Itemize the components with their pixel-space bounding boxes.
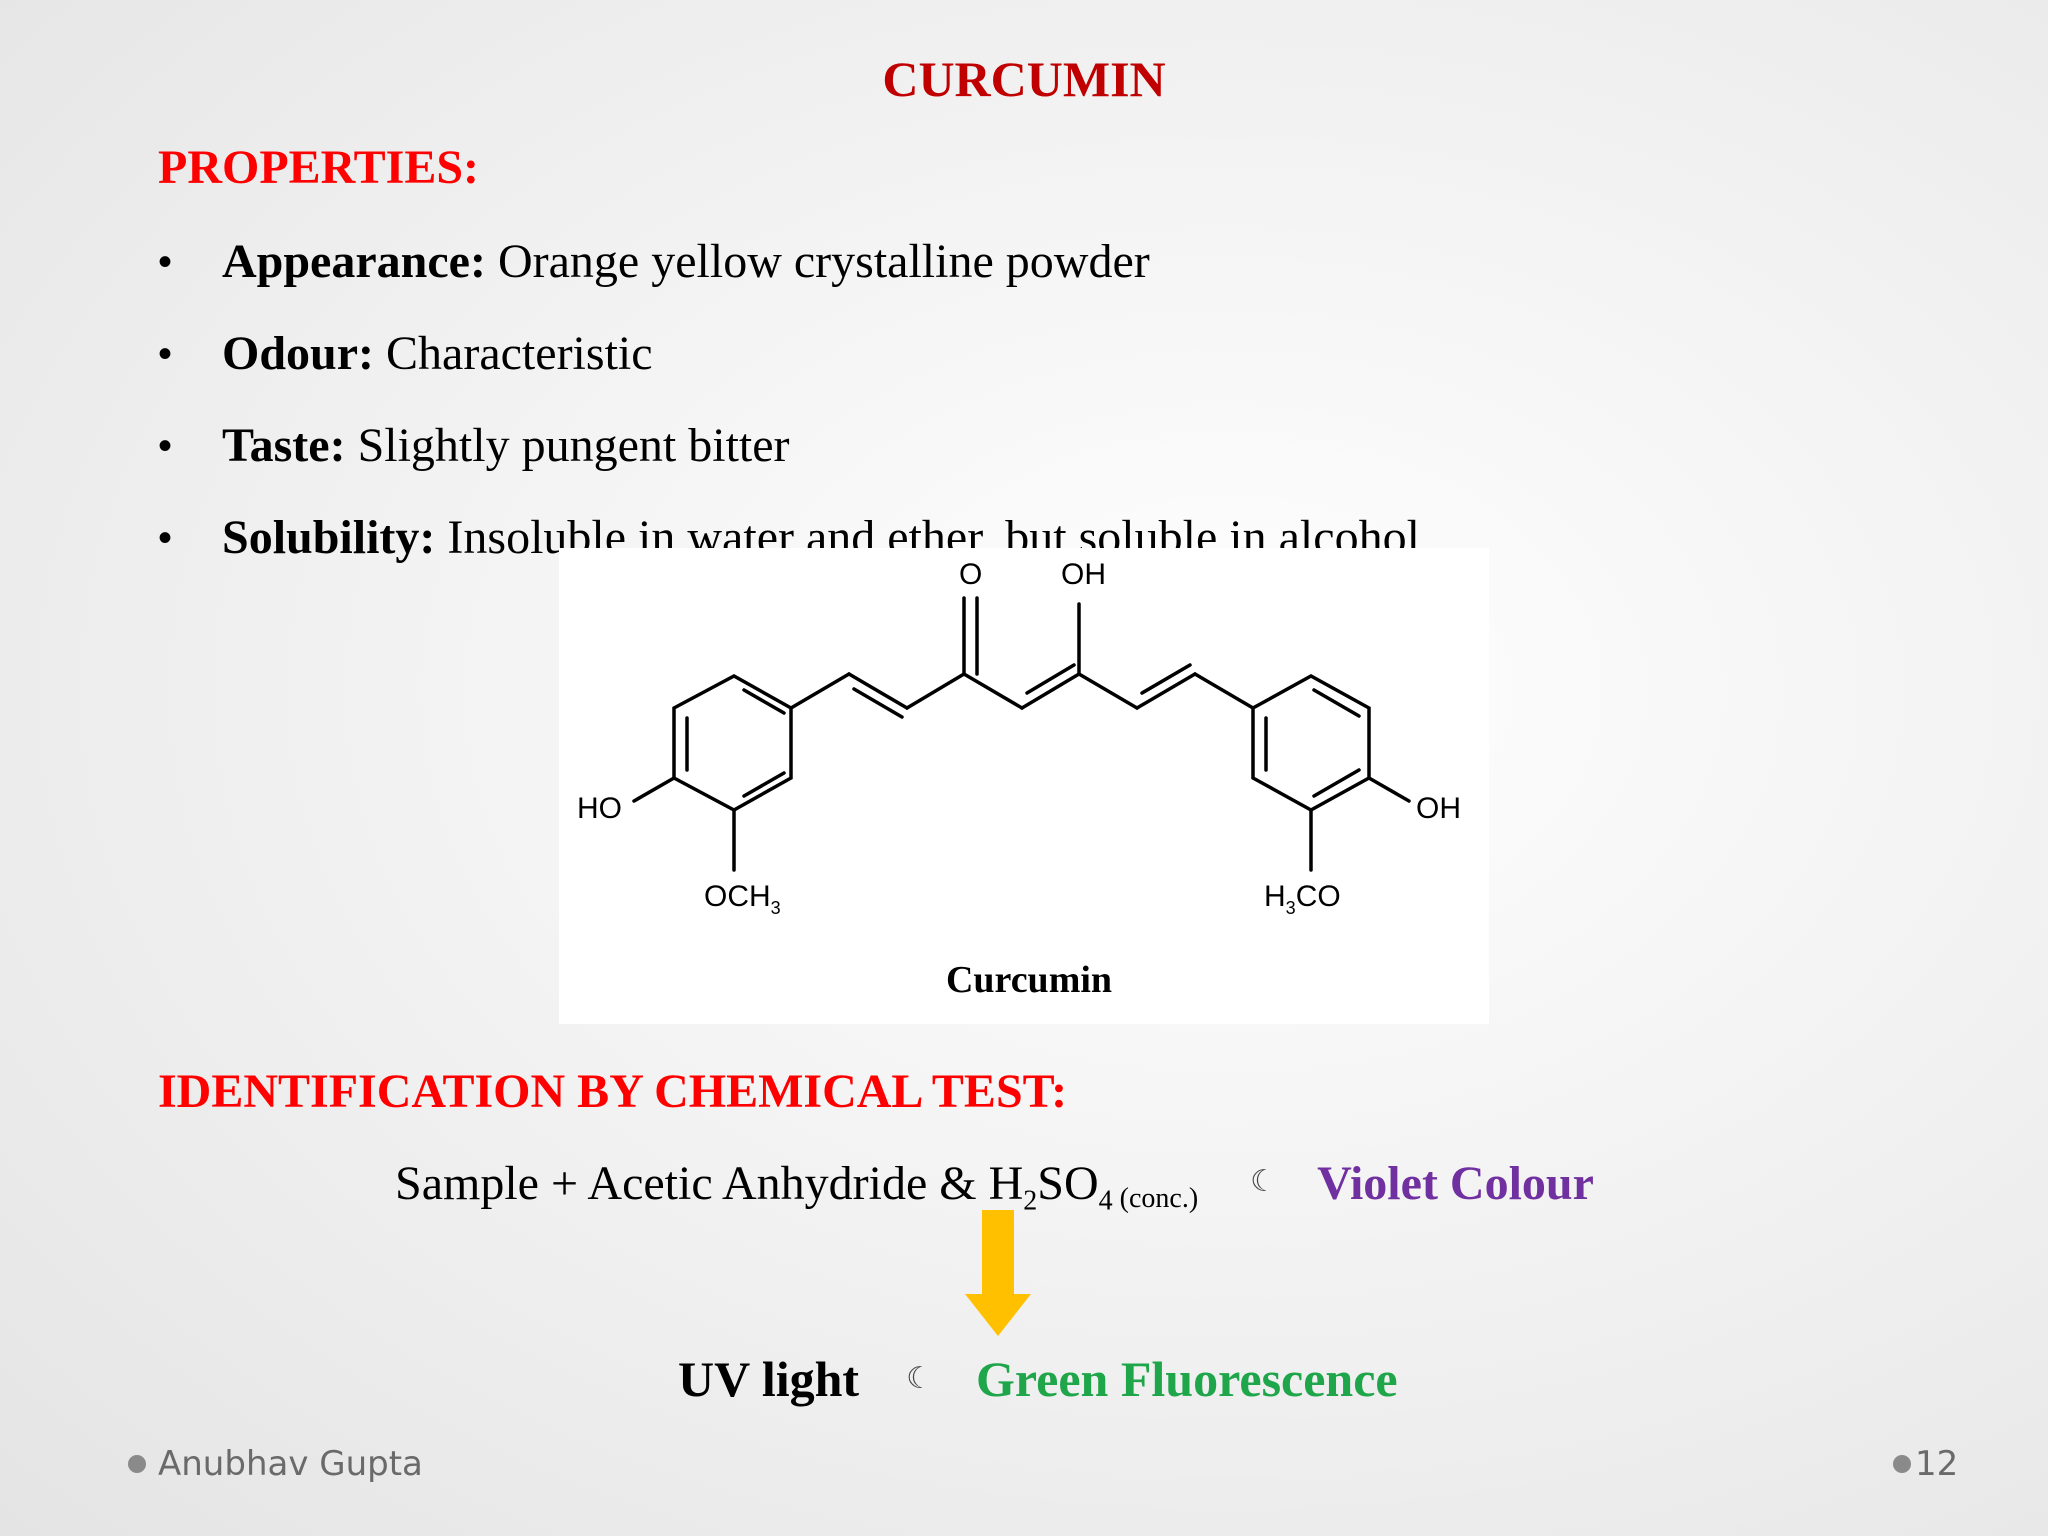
- reaction-condition: (conc.): [1112, 1183, 1199, 1214]
- property-label: Taste:: [222, 419, 346, 472]
- page-number: 12: [1915, 1444, 1959, 1484]
- uv-result: Green Fluorescence: [975, 1351, 1398, 1407]
- reaction-reagents: Sample + Acetic Anhydride & H: [395, 1157, 1024, 1210]
- reaction-result: Violet Colour: [1317, 1157, 1594, 1210]
- property-taste: • Taste: Slightly pungent bitter: [158, 414, 1420, 506]
- footer-page-number: 12: [1893, 1444, 1958, 1484]
- property-appearance: • Appearance: Orange yellow crystalline …: [158, 230, 1420, 322]
- author-name: Anubhav Gupta: [158, 1444, 423, 1484]
- structure-labels: O OH HO OH OCH3 H3CO: [577, 558, 1461, 918]
- oh-right-label: OH: [1416, 792, 1461, 825]
- bullet-icon: •: [158, 240, 173, 284]
- down-arrow-icon: [965, 1210, 1031, 1336]
- slide-title: CURCUMIN: [882, 51, 1166, 107]
- footer-author: Anubhav Gupta: [128, 1444, 423, 1484]
- structure-bonds: [632, 596, 1411, 872]
- structure-caption: Curcumin: [946, 959, 1112, 1001]
- property-label: Odour:: [222, 327, 375, 380]
- reaction-line: Sample + Acetic Anhydride & H2SO4 (conc.…: [395, 1156, 1594, 1218]
- property-value: Slightly pungent bitter: [345, 419, 790, 472]
- property-value: Orange yellow crystalline powder: [485, 235, 1150, 288]
- methoxy-left-label: OCH3: [704, 880, 781, 918]
- properties-list: • Appearance: Orange yellow crystalline …: [158, 230, 1420, 598]
- footer-bullet-icon: [128, 1455, 146, 1473]
- uv-label: UV light: [678, 1351, 860, 1407]
- bullet-icon: •: [158, 424, 173, 468]
- methoxy-right-label: H3CO: [1264, 880, 1341, 918]
- reaction-sub-2: 2: [1023, 1185, 1038, 1217]
- properties-heading: PROPERTIES:: [158, 141, 480, 194]
- property-value: Characteristic: [374, 327, 653, 380]
- property-odour: • Odour: Characteristic: [158, 322, 1420, 414]
- uv-arrow-icon: ☾: [906, 1361, 933, 1396]
- uv-test-line: UV light ☾ Green Fluorescence: [678, 1350, 1398, 1408]
- reaction-sub-4: 4: [1098, 1185, 1113, 1217]
- reaction-arrow-icon: ☾: [1250, 1164, 1278, 1199]
- hydroxyl-top-label: OH: [1061, 558, 1106, 591]
- reaction-so: SO: [1037, 1157, 1099, 1210]
- identification-heading: IDENTIFICATION BY CHEMICAL TEST:: [158, 1065, 1068, 1118]
- bullet-icon: •: [158, 332, 173, 376]
- curcumin-structure-image: O OH HO OH OCH3 H3CO Curcumin: [559, 548, 1489, 1024]
- ho-left-label: HO: [577, 792, 622, 825]
- property-label: Appearance:: [222, 235, 486, 288]
- curcumin-structure-diagram: O OH HO OH OCH3 H3CO Curcumin: [577, 558, 1461, 1001]
- property-label: Solubility:: [222, 511, 436, 564]
- oxygen-label: O: [959, 558, 982, 591]
- bullet-icon: •: [158, 516, 173, 560]
- footer-bullet-icon: [1893, 1455, 1911, 1473]
